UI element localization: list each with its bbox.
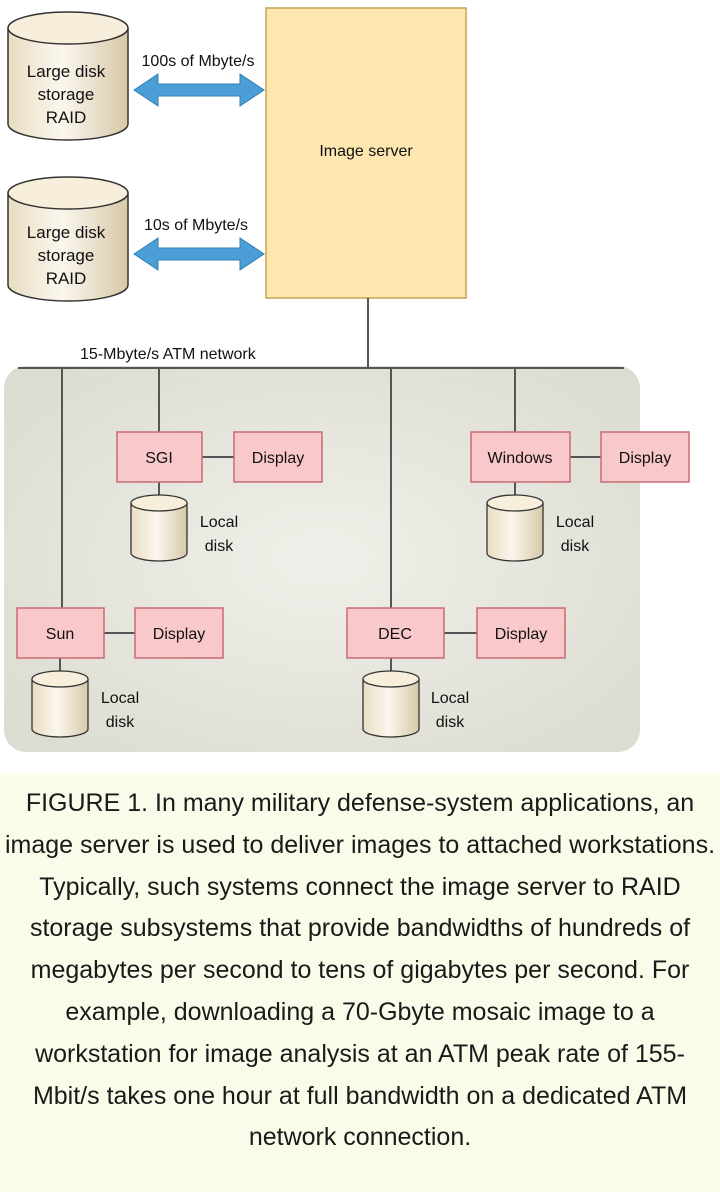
sgi-local-disk — [130, 494, 188, 562]
link-label-1: 100s of Mbyte/s — [142, 53, 255, 70]
workstation-sgi: SGI Display Local disk — [116, 431, 323, 562]
link-arrow-2 — [133, 237, 265, 271]
system-diagram: Large disk storage RAID Large disk stora… — [4, 7, 690, 752]
sgi-disk-label-line: Local — [200, 514, 238, 531]
workstation-panel — [4, 366, 640, 752]
storage-label-line: storage — [38, 246, 95, 265]
storage-raid-2: Large disk storage RAID — [7, 176, 129, 302]
figure-caption: FIGURE 1. In many military defense-syste… — [0, 773, 720, 1192]
sun-display — [134, 607, 224, 659]
windows-display-label: Display — [619, 450, 671, 467]
windows-label: Windows — [488, 450, 553, 467]
sgi-label: SGI — [145, 450, 173, 467]
sgi-display — [233, 431, 323, 483]
sgi-display-label: Display — [252, 450, 304, 467]
storage-label-line: storage — [38, 85, 95, 104]
windows-local-disk — [486, 494, 544, 562]
workstation-dec: DEC Display Local disk — [346, 607, 566, 738]
dec-node — [346, 607, 445, 659]
link-label-2: 10s of Mbyte/s — [144, 217, 248, 234]
storage-label-line: RAID — [46, 108, 87, 127]
dec-display-label: Display — [495, 626, 547, 643]
dec-local-disk — [362, 670, 420, 738]
windows-display — [600, 431, 690, 483]
sun-display-label: Display — [153, 626, 205, 643]
sgi-disk-label-line: disk — [205, 538, 234, 555]
storage-label-line: RAID — [46, 269, 87, 288]
image-server-box — [265, 7, 467, 299]
dec-display — [476, 607, 566, 659]
sgi-node — [116, 431, 203, 483]
dec-disk-label-line: Local — [431, 690, 469, 707]
sun-disk-label-line: disk — [106, 714, 135, 731]
sun-label: Sun — [46, 626, 74, 643]
link-arrow-1 — [133, 73, 265, 107]
sun-local-disk — [31, 670, 89, 738]
network-label: 15-Mbyte/s ATM network — [80, 346, 257, 363]
workstation-windows: Windows Display Local disk — [470, 431, 690, 562]
storage-label-line: Large disk — [27, 62, 106, 81]
image-server-label: Image server — [319, 143, 413, 160]
storage-label-line: Large disk — [27, 223, 106, 242]
sun-node — [16, 607, 105, 659]
windows-node — [470, 431, 571, 483]
dec-label: DEC — [378, 626, 412, 643]
workstation-sun: Sun Display Local disk — [16, 607, 224, 738]
windows-disk-label-line: Local — [556, 514, 594, 531]
sun-disk-label-line: Local — [101, 690, 139, 707]
windows-disk-label-line: disk — [561, 538, 590, 555]
dec-disk-label-line: disk — [436, 714, 465, 731]
storage-raid-1: Large disk storage RAID — [7, 11, 129, 141]
